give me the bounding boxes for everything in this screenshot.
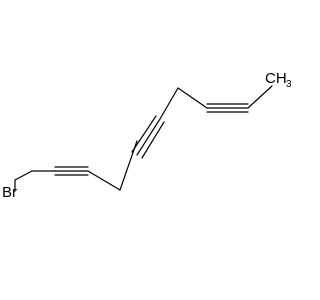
triple-bond-1 bbox=[54, 166, 89, 176]
chemical-structure: Br CH 3 bbox=[2, 70, 292, 201]
single-bond-br-ch2 bbox=[14, 170, 33, 181]
methyl-label: CH bbox=[265, 70, 287, 87]
triple-bond-3 bbox=[206, 103, 249, 113]
single-bond-c6-c7 bbox=[159, 87, 179, 120]
triple-bond-2 bbox=[131, 115, 165, 159]
bromine-label: Br bbox=[2, 184, 17, 201]
methyl-subscript: 3 bbox=[286, 79, 292, 90]
single-bond-c3-c4 bbox=[87, 170, 121, 191]
bond-skeleton bbox=[14, 85, 273, 192]
single-bond-c9-ch3 bbox=[247, 85, 273, 109]
single-bond-c7-c8 bbox=[177, 87, 208, 109]
